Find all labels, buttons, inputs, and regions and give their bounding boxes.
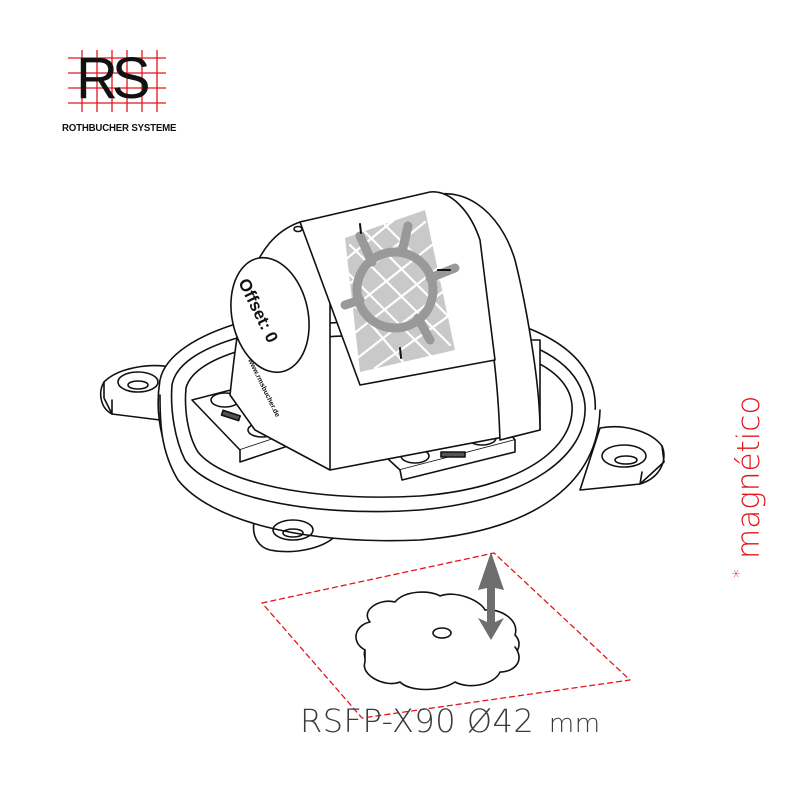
mounting-holes bbox=[103, 371, 665, 541]
logo-grid-icon bbox=[68, 50, 166, 112]
mounting-plane-outline bbox=[261, 552, 631, 719]
unit-label: mm bbox=[548, 709, 601, 739]
magnetic-note-text: magnético bbox=[731, 395, 767, 559]
asterisk: * bbox=[729, 569, 750, 578]
up-down-arrow-icon bbox=[478, 552, 504, 640]
diameter-symbol: Ø bbox=[466, 702, 493, 740]
reflector-yoke bbox=[229, 192, 541, 471]
product-caption: RSFP-X90 Ø42 mm bbox=[300, 702, 601, 740]
rothbucher-logo: RS ROTHBUCHER SYSTEME bbox=[62, 46, 177, 140]
magnetic-note: * magnético bbox=[729, 395, 767, 578]
diameter-value: 42 bbox=[492, 702, 535, 740]
logo-letters: RS bbox=[76, 46, 151, 111]
logo-company-name: ROTHBUCHER SYSTEME bbox=[62, 122, 177, 134]
reflector-face bbox=[299, 191, 496, 386]
magnet-disc bbox=[355, 591, 520, 691]
model-name: RSFP-X90 bbox=[300, 702, 457, 740]
